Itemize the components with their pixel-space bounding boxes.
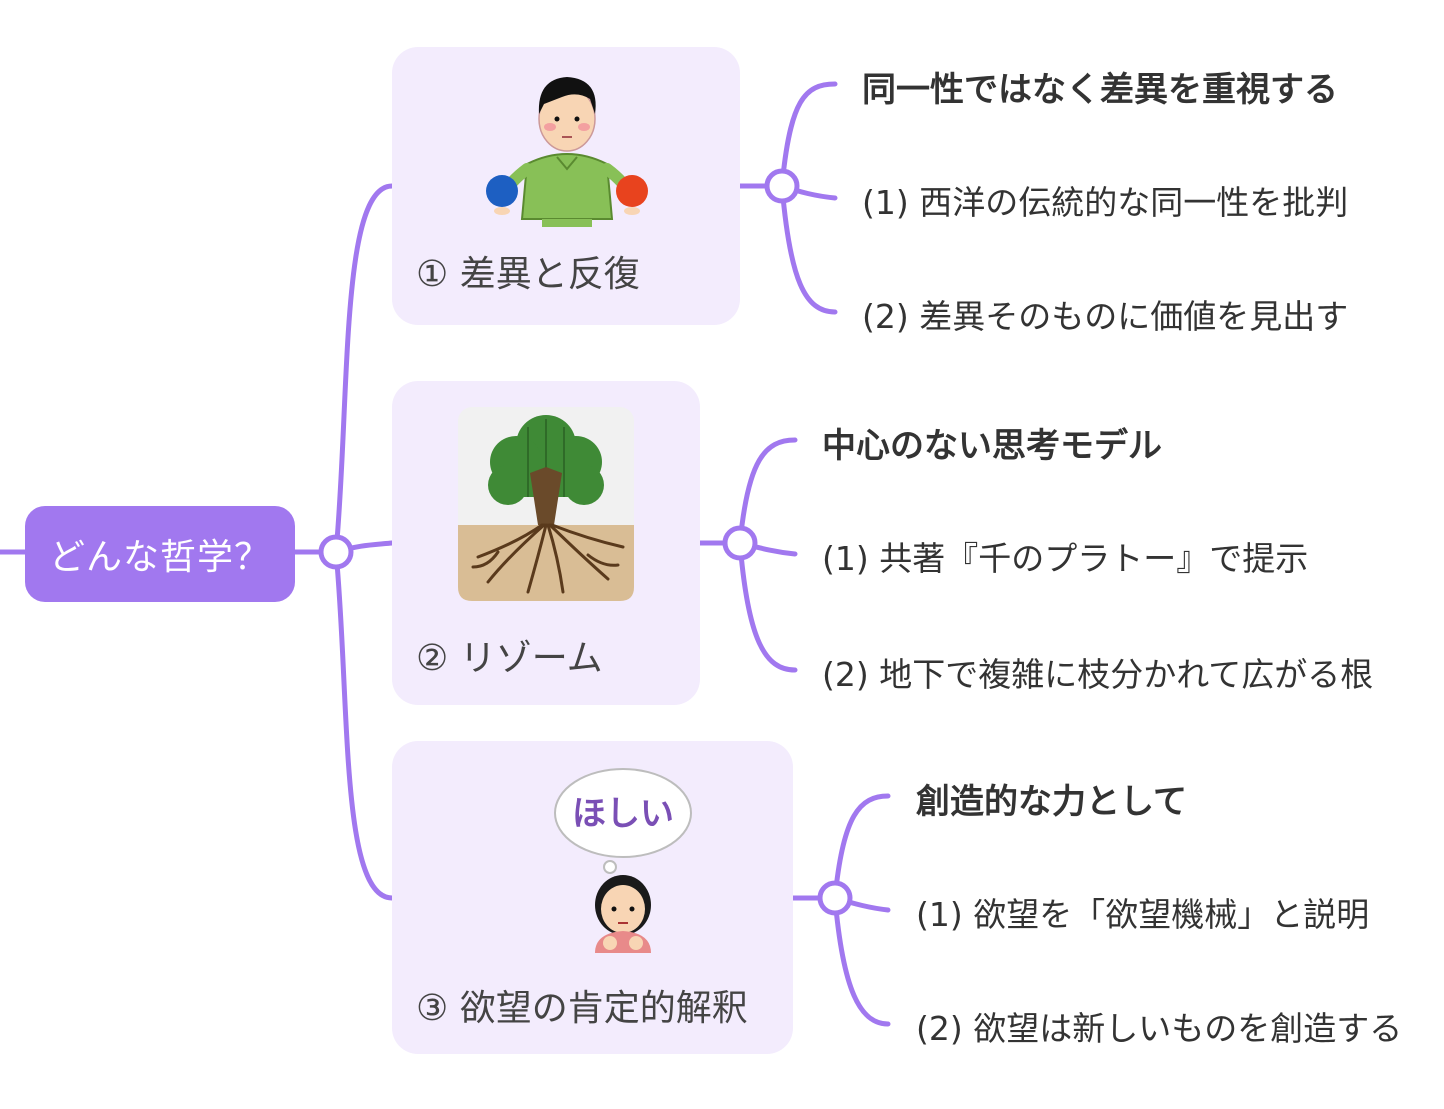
topic-label: ② リゾーム bbox=[416, 638, 603, 679]
subtopic-point[interactable]: (1) 共著『千のプラトー』で提示 bbox=[822, 539, 1309, 578]
root-topic-label: どんな哲学？ bbox=[48, 537, 271, 578]
subtopic-point[interactable]: (1) 西洋の伝統的な同一性を批判 bbox=[862, 183, 1349, 222]
subtopic-point[interactable]: (2) 欲望は新しいものを創造する bbox=[916, 1009, 1403, 1048]
subtopic-point[interactable]: (2) 差異そのものに価値を見出す bbox=[862, 297, 1349, 336]
bubble-text: ほしい bbox=[572, 794, 674, 834]
man-comparing-balls-icon bbox=[486, 77, 648, 227]
topic-positive-desire[interactable]: ほしい ③ 欲望の肯定的解釈 bbox=[392, 741, 793, 1054]
topic-rhizome[interactable]: ② リゾーム bbox=[392, 381, 700, 705]
root-topic[interactable]: どんな哲学？ bbox=[25, 506, 295, 602]
subtopic-point[interactable]: (1) 欲望を「欲望機械」と説明 bbox=[916, 895, 1370, 934]
topic-label: ① 差異と反復 bbox=[416, 254, 640, 295]
topic-difference-and-repetition[interactable]: ① 差異と反復 bbox=[392, 47, 740, 325]
subtopic-heading[interactable]: 同一性ではなく差異を重視する bbox=[862, 70, 1338, 110]
tree-with-roots-icon bbox=[458, 407, 634, 601]
subtopic-heading[interactable]: 創造的な力として bbox=[916, 782, 1187, 822]
subtopic-heading[interactable]: 中心のない思考モデル bbox=[822, 426, 1162, 466]
woman-thinking-bubble-icon: ほしい bbox=[554, 768, 692, 953]
topic-label: ③ 欲望の肯定的解釈 bbox=[416, 988, 748, 1029]
subtopic-point[interactable]: (2) 地下で複雑に枝分かれて広がる根 bbox=[822, 655, 1374, 694]
